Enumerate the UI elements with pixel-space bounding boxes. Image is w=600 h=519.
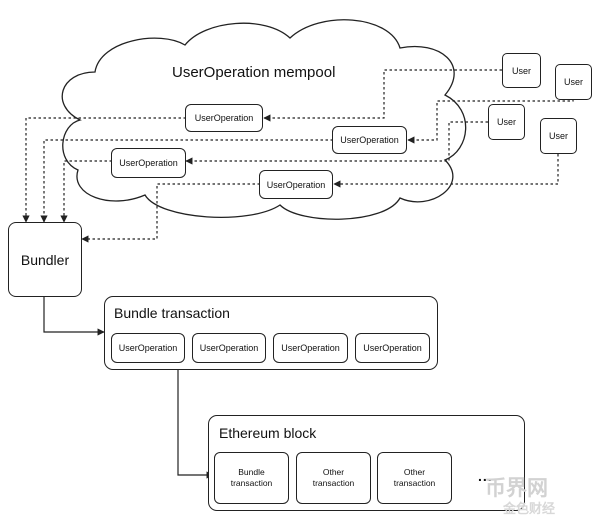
bundler-node[interactable]: Bundler xyxy=(8,222,82,297)
connector-bundle-to-block xyxy=(177,370,214,479)
bundle-user-operation[interactable]: UserOperation xyxy=(111,333,185,363)
bundle-user-operation[interactable]: UserOperation xyxy=(355,333,430,363)
user-operation-node[interactable]: UserOperation xyxy=(185,104,263,132)
ethereum-block-title: Ethereum block xyxy=(219,425,317,441)
block-other-transaction[interactable]: Other transaction xyxy=(377,452,452,504)
block-bundle-transaction[interactable]: Bundle transaction xyxy=(214,452,289,504)
connector-user4-to-op4 xyxy=(333,154,559,188)
user-node[interactable]: User xyxy=(555,64,592,100)
bundle-transaction-title: Bundle transaction xyxy=(114,305,230,321)
connector-op1-to-bundler xyxy=(22,117,186,223)
user-node[interactable]: User xyxy=(540,118,577,154)
user-operation-node[interactable]: UserOperation xyxy=(111,148,186,178)
user-node[interactable]: User xyxy=(488,104,525,140)
bundle-user-operation[interactable]: UserOperation xyxy=(273,333,348,363)
connector-user1-to-op1 xyxy=(263,69,502,122)
connector-op2-to-bundler xyxy=(40,139,333,223)
mempool-title: UserOperation mempool xyxy=(172,64,336,81)
user-node[interactable]: User xyxy=(502,53,541,88)
connector-op4-to-bundler xyxy=(81,183,260,243)
connector-bundler-to-bundle xyxy=(43,297,105,336)
block-ellipsis: ... xyxy=(478,468,493,484)
watermark-subtext: 金色财经 xyxy=(503,501,556,516)
user-operation-node[interactable]: UserOperation xyxy=(332,126,407,154)
block-other-transaction[interactable]: Other transaction xyxy=(296,452,371,504)
watermark-text: 币界网 xyxy=(485,477,548,500)
connector-user2-to-op2 xyxy=(407,99,574,144)
bundle-user-operation[interactable]: UserOperation xyxy=(192,333,266,363)
user-operation-node[interactable]: UserOperation xyxy=(259,170,333,199)
connector-op3-to-bundler xyxy=(60,160,112,223)
